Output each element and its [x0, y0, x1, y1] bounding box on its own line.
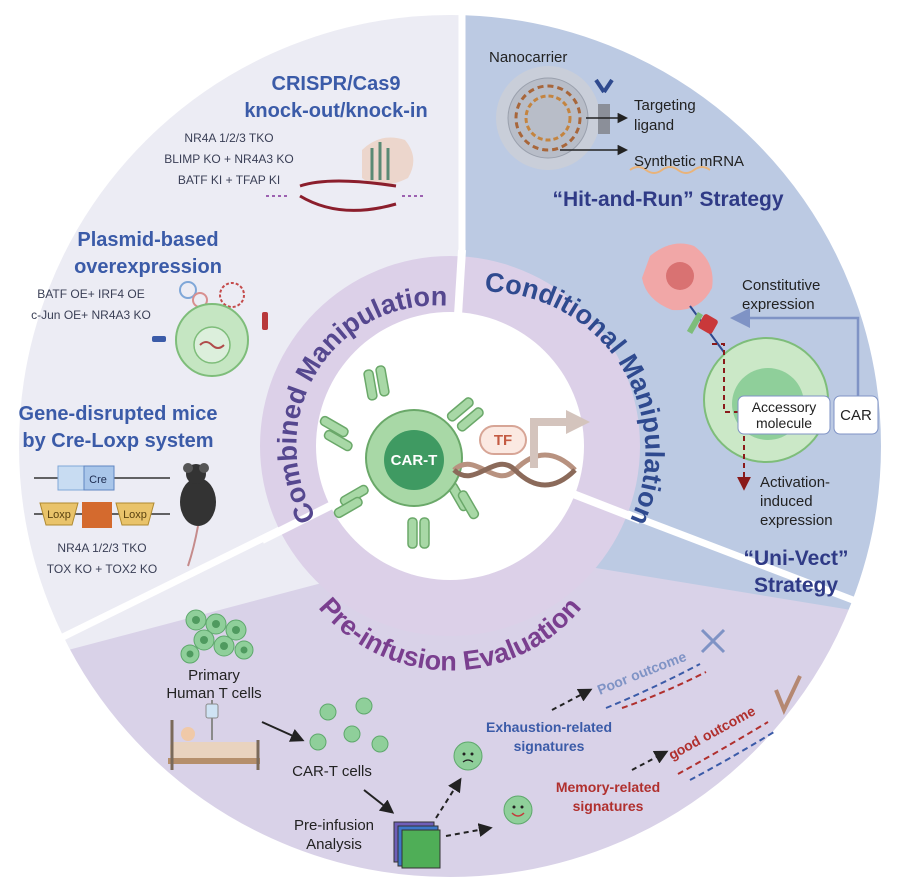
hitrun-strategy-title: “Hit-and-Run” Strategy — [553, 188, 784, 211]
crispr-item-1: NR4A 1/2/3 TKO — [184, 131, 273, 145]
crispr-illustration — [266, 137, 426, 212]
mice-item-1: NR4A 1/2/3 TKO — [57, 541, 146, 555]
activation-label-line1: Activation- — [760, 474, 830, 491]
activation-label-line3: expression — [760, 512, 833, 529]
exhaustion-label-line1: Exhaustion-related — [486, 719, 612, 735]
plasmid-item-1: BATF OE+ IRF4 OE — [37, 287, 144, 301]
constitutive-label-line1: Constitutive — [742, 277, 820, 294]
univect-strategy-line2: Strategy — [754, 574, 838, 597]
plasmid-item-2: c-Jun OE+ NR4A3 KO — [31, 308, 151, 322]
memory-label-line2: signatures — [573, 798, 644, 814]
cre-loxp-illustration — [34, 463, 216, 567]
bottom-sector — [18, 546, 882, 878]
plasmid-title-line2: overexpression — [74, 256, 222, 278]
analysis-label-line2: Analysis — [306, 836, 362, 853]
hospital-bed-illustration — [168, 700, 260, 770]
plasmid-title-line1: Plasmid-based — [77, 229, 218, 251]
mice-title-line1: Gene-disrupted mice — [19, 403, 218, 425]
plasmid-cell-illustration — [152, 281, 268, 377]
univect-strategy-line1: “Uni-Vect” — [743, 547, 848, 570]
exhaustion-label-line2: signatures — [514, 738, 585, 754]
crispr-item-3: BATF KI + TFAP KI — [178, 173, 280, 187]
crispr-title-line1: CRISPR/Cas9 — [272, 73, 401, 95]
car-label: CAR — [840, 407, 872, 424]
analysis-label-line1: Pre-infusion — [294, 817, 374, 834]
constitutive-label-line2: expression — [742, 296, 815, 313]
activation-label-line2: induced — [760, 493, 813, 510]
accessory-label-line1: Accessory — [752, 399, 817, 415]
cart-label: CAR-T — [391, 452, 438, 469]
primary-label-line1: Primary — [188, 667, 240, 684]
cre-label: Cre — [89, 474, 107, 486]
cross-mark-icon — [700, 628, 726, 654]
memory-label-line1: Memory-related — [556, 779, 660, 795]
crispr-item-2: BLIMP KO + NR4A3 KO — [164, 152, 294, 166]
univect-illustration — [642, 243, 879, 491]
loxp-label-left: Loxp — [47, 509, 71, 521]
exhausted-cell-illustration — [453, 741, 483, 771]
primary-label-line2: Human T cells — [166, 685, 261, 702]
check-mark-icon — [774, 675, 802, 716]
crispr-title-line2: knock-out/knock-in — [244, 100, 427, 122]
accessory-label-line2: molecule — [756, 415, 812, 431]
loxp-label-right: Loxp — [123, 509, 147, 521]
tf-label: TF — [494, 432, 512, 449]
analysis-stack-illustration — [393, 821, 441, 869]
mrna-label: Synthetic mRNA — [634, 153, 744, 170]
nanocarrier-label: Nanocarrier — [489, 49, 567, 66]
nanocarrier-illustration — [496, 66, 711, 174]
mice-item-2: TOX KO + TOX2 KO — [47, 562, 157, 576]
targeting-label-line2: ligand — [634, 117, 674, 134]
targeting-label-line1: Targeting — [634, 97, 696, 114]
cart-cells-label: CAR-T cells — [292, 763, 372, 780]
center-cart-illustration — [319, 365, 590, 549]
primary-tcells-illustration — [180, 609, 254, 664]
mice-title-line2: by Cre-Loxp system — [22, 430, 213, 452]
memory-cell-illustration — [503, 795, 533, 825]
cart-cells-illustration — [309, 697, 389, 753]
